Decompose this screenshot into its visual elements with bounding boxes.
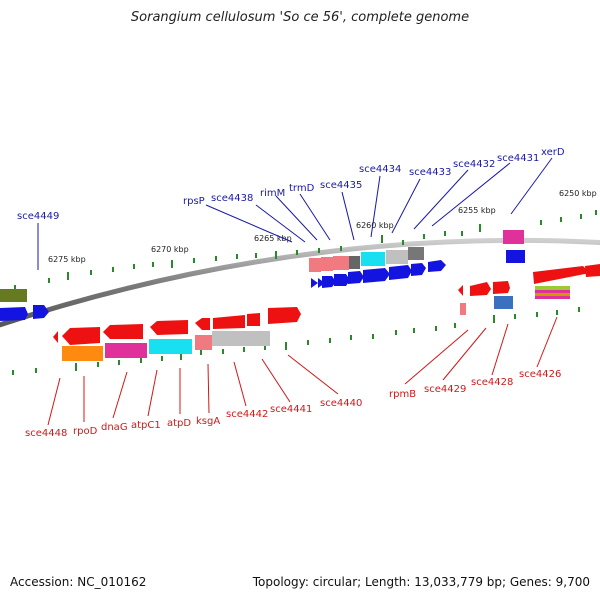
top-callouts <box>37 157 553 270</box>
gene-label-rpmB: rpmB <box>389 389 416 400</box>
gene-label-sce4435: sce4435 <box>320 180 362 191</box>
gene-label-sce4433: sce4433 <box>409 167 451 178</box>
scale-label: 6275 kbp <box>48 255 86 264</box>
topology-info: Topology: circular; Length: 13,033,779 b… <box>252 575 590 589</box>
gene <box>585 264 600 277</box>
gene-label-sce4448: sce4448 <box>25 428 67 439</box>
scale-label: 6250 kbp <box>559 189 597 198</box>
gene-label-sce4440: sce4440 <box>320 398 362 409</box>
gene-label-ksgA: ksgA <box>196 416 220 427</box>
genome-title: Sorangium cellulosum 'So ce 56', complet… <box>130 10 470 25</box>
gene-label-sce4434: sce4434 <box>359 164 401 175</box>
gene-label-rpoD: rpoD <box>73 426 98 437</box>
scale-label: 6265 kbp <box>254 234 292 243</box>
gene-label-atpC1: atpC1 <box>131 420 161 431</box>
gene-label-sce4432: sce4432 <box>453 159 495 170</box>
scale-label: 6255 kbp <box>458 206 496 215</box>
gene-label-sce4429: sce4429 <box>424 384 466 395</box>
gene-label-rimM: rimM <box>260 188 285 199</box>
genes-bottom-red <box>53 281 510 345</box>
scale-label: 6270 kbp <box>151 245 189 254</box>
gene-label-xerD: xerD <box>541 147 565 158</box>
top-gene-labels: sce4449 rpsP sce4438 rimM trmD sce4435 s… <box>17 147 565 222</box>
accession-text: Accession: NC_010162 <box>10 575 147 589</box>
outer-ticks <box>14 210 597 290</box>
genes-bottom-colored <box>62 286 570 361</box>
bottom-gene-labels: sce4448 rpoD dnaG atpC1 atpD ksgA sce444… <box>25 369 561 439</box>
gene <box>321 257 333 271</box>
scale-label: 6260 kbp <box>356 221 394 230</box>
gene <box>361 252 385 266</box>
genes-top-strand <box>309 230 600 284</box>
gene <box>309 258 321 272</box>
gene <box>503 230 524 244</box>
gene <box>333 256 349 270</box>
gene-label-sce4441: sce4441 <box>270 404 312 415</box>
gene-label-sce4438: sce4438 <box>211 193 253 204</box>
bottom-callouts <box>47 316 558 426</box>
gene <box>386 250 408 264</box>
gene <box>408 247 424 260</box>
genes-top-blue <box>0 250 525 321</box>
gene-label-sce4442: sce4442 <box>226 409 268 420</box>
gene-label-trmD: trmD <box>289 183 315 194</box>
inner-ticks <box>12 307 580 375</box>
gene-label-sce4431: sce4431 <box>497 153 539 164</box>
gene <box>349 256 360 269</box>
gene-label-sce4449: sce4449 <box>17 211 59 222</box>
gene <box>533 266 590 284</box>
gene-label-sce4428: sce4428 <box>471 377 513 388</box>
gene-label-sce4426: sce4426 <box>519 369 561 380</box>
gene-label-rpsP: rpsP <box>183 196 205 207</box>
gene-label-dnaG: dnaG <box>101 422 128 433</box>
gene-label-atpD: atpD <box>167 418 191 429</box>
